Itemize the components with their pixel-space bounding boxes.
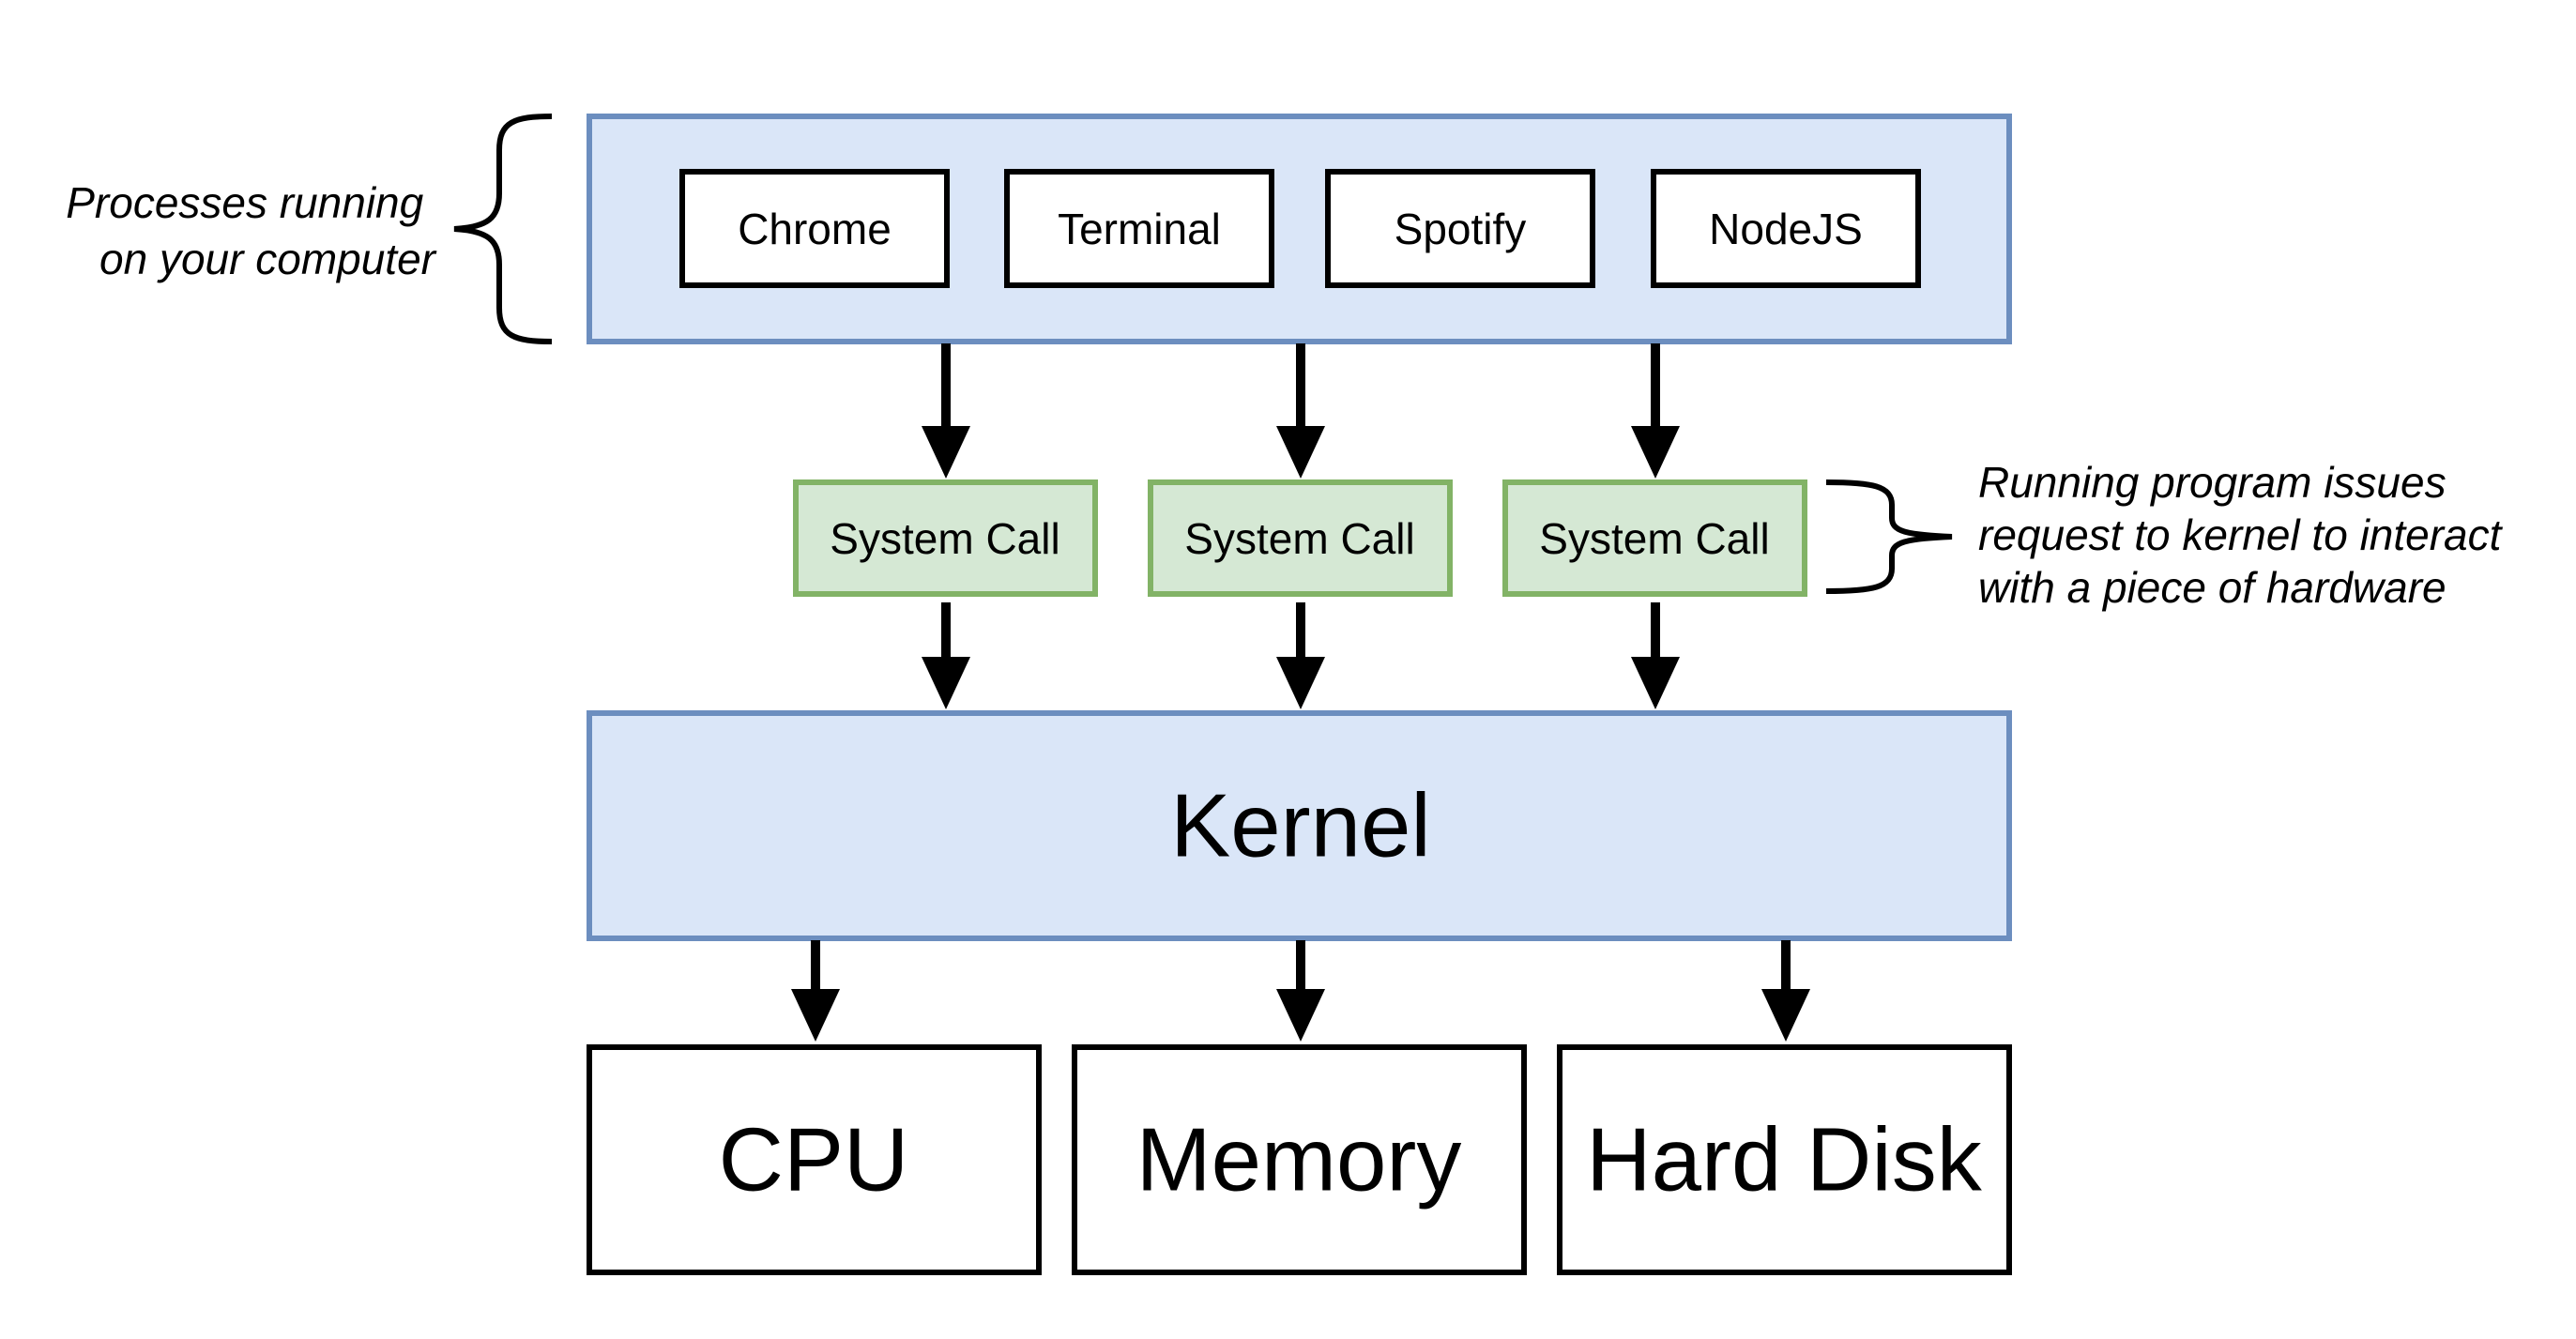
- system-call-label: System Call: [1539, 514, 1769, 563]
- process-box-terminal: Terminal: [1004, 169, 1274, 288]
- process-box-spotify: Spotify: [1325, 169, 1595, 288]
- arrow-syscall-to-kernel-3: [1631, 602, 1680, 709]
- arrow-kernel-to-cpu: [791, 940, 840, 1042]
- process-box-chrome: Chrome: [679, 169, 950, 288]
- hardware-box-memory: Memory: [1072, 1044, 1527, 1275]
- system-call-brace-icon: [1825, 479, 1953, 594]
- arrow-kernel-to-hard-disk: [1761, 940, 1810, 1042]
- hardware-label: Hard Disk: [1586, 1110, 1982, 1210]
- process-label: Chrome: [738, 205, 892, 253]
- process-label: NodeJS: [1709, 205, 1863, 253]
- system-call-box-1: System Call: [793, 479, 1098, 597]
- hardware-box-cpu: CPU: [587, 1044, 1042, 1275]
- system-call-box-3: System Call: [1502, 479, 1807, 597]
- arrow-process-to-syscall-1: [922, 343, 970, 479]
- kernel-label: Kernel: [1170, 776, 1431, 876]
- arrow-kernel-to-memory: [1276, 940, 1325, 1042]
- arrow-process-to-syscall-2: [1276, 343, 1325, 479]
- system-call-label: System Call: [830, 514, 1059, 563]
- process-label: Spotify: [1395, 205, 1527, 253]
- process-label: Terminal: [1058, 205, 1221, 253]
- process-box-nodejs: NodeJS: [1651, 169, 1921, 288]
- arrow-syscall-to-kernel-1: [922, 602, 970, 709]
- hardware-label: CPU: [719, 1110, 909, 1210]
- arrow-process-to-syscall-3: [1631, 343, 1680, 479]
- hardware-label: Memory: [1136, 1110, 1462, 1210]
- system-call-label: System Call: [1184, 514, 1414, 563]
- hardware-box-hard-disk: Hard Disk: [1557, 1044, 2012, 1275]
- system-call-annotation: Running program issues request to kernel…: [1978, 458, 2513, 612]
- kernel-box: Kernel: [587, 710, 2012, 941]
- processes-brace-icon: [453, 114, 553, 344]
- arrow-syscall-to-kernel-2: [1276, 602, 1325, 709]
- processes-annotation: Processes running on your computer: [66, 178, 436, 283]
- system-call-box-2: System Call: [1148, 479, 1453, 597]
